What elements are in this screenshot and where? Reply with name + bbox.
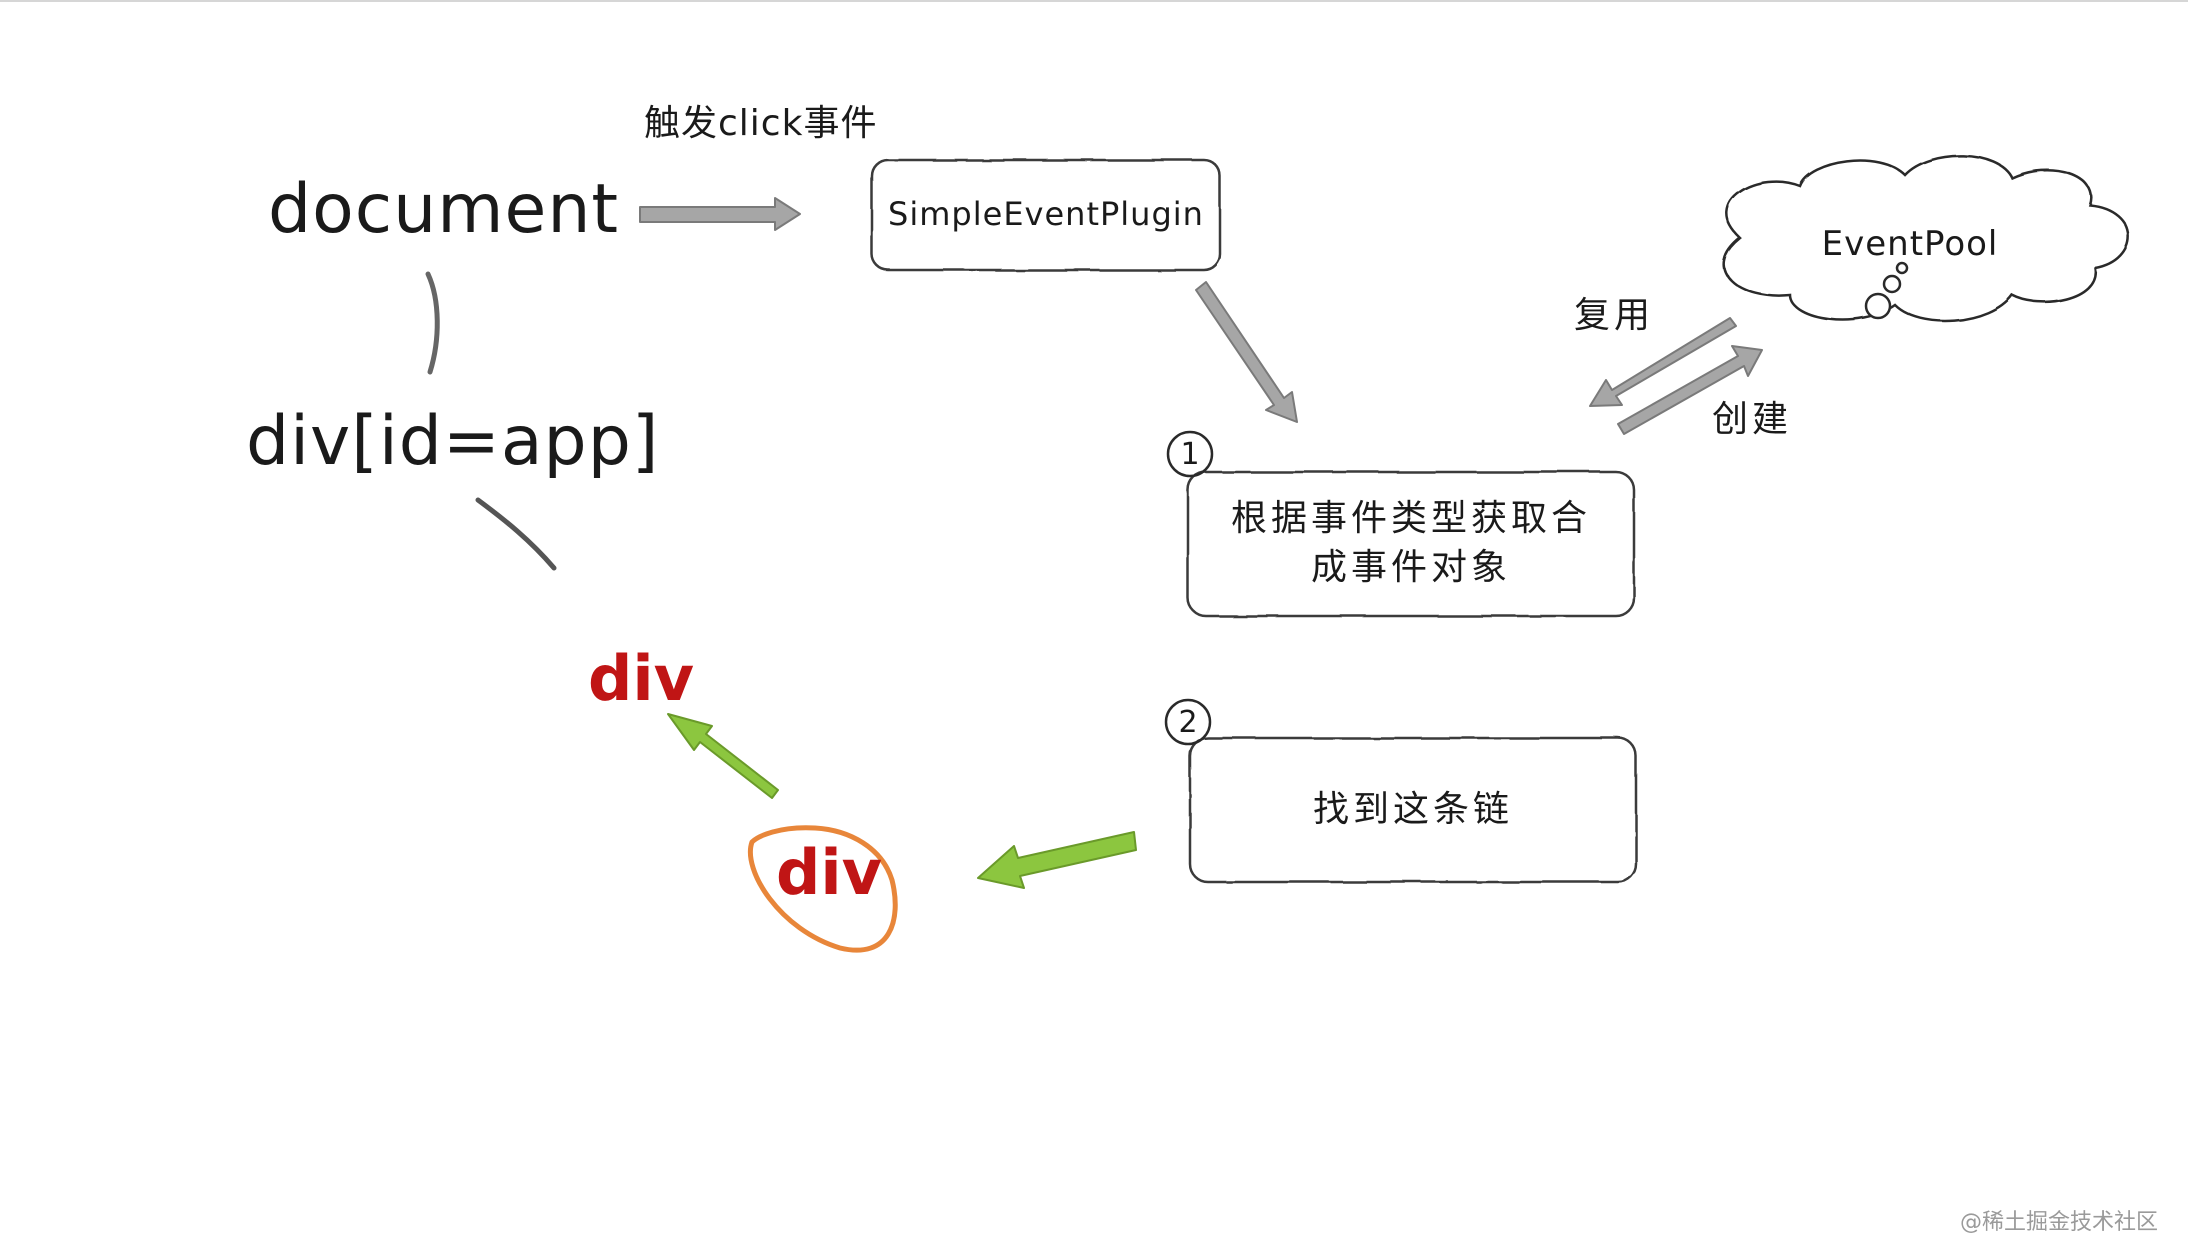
label-create: 创建 — [1712, 399, 1793, 440]
tree-connector-app-to-div — [475, 497, 557, 571]
node-div-parent: div — [588, 642, 695, 715]
step1-number: 1 — [1180, 436, 1200, 472]
arrow-target-to-parent-div — [667, 713, 779, 799]
node-div-target: div — [776, 836, 883, 909]
plugin-box — [870, 158, 1222, 272]
node-div-app: div[id=app] — [246, 402, 660, 481]
thought-bubble-medium — [1882, 274, 1902, 294]
arrow-create — [1617, 345, 1763, 435]
step2-box-label: 找到这条链 — [1312, 788, 1513, 830]
node-document: document — [268, 170, 620, 249]
step2-box — [1188, 736, 1638, 884]
event-pool-cloud — [1722, 154, 2130, 323]
arrow-reuse — [1589, 317, 1737, 407]
thought-bubble-large — [1864, 292, 1892, 320]
thought-bubble-small — [1895, 261, 1909, 275]
tree-connector-document-to-app — [425, 271, 440, 375]
step1-marker — [1166, 430, 1214, 478]
arrow-document-to-plugin — [639, 197, 801, 231]
top-border — [0, 0, 2188, 2]
label-reuse: 复用 — [1574, 295, 1655, 336]
target-div-highlight-circle — [748, 825, 898, 953]
step1-box-label: 根据事件类型获取合 成事件对象 — [1230, 498, 1591, 588]
watermark: @稀土掘金技术社区 — [1959, 1210, 2158, 1235]
arrow-plugin-to-step1 — [1195, 281, 1298, 423]
plugin-box-label: SimpleEventPlugin — [888, 195, 1204, 234]
step2-marker — [1164, 698, 1212, 746]
step1-box — [1186, 470, 1636, 618]
event-pool-label: EventPool — [1821, 224, 1999, 265]
step2-number: 2 — [1178, 704, 1198, 740]
arrow-step2-to-target-div — [977, 831, 1137, 889]
label-trigger-click: 触发click事件 — [644, 103, 878, 144]
